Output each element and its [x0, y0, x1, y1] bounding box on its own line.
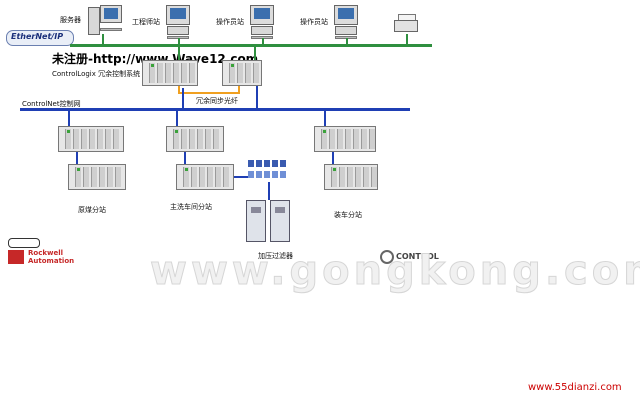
filter-label: 加压过滤器 [258, 252, 293, 260]
fieldbus-module-icon [248, 160, 288, 182]
controlnet-bus [20, 108, 410, 111]
operator-station-label: 操作员站 [216, 18, 244, 26]
operator-station-label: 操作员站 [300, 18, 328, 26]
ethernet-logo: EtherNet/IP [6, 30, 74, 46]
plc-rack-icon [314, 126, 376, 152]
controlnet-label: ControlNet控制网 [22, 100, 81, 108]
substation-main-label: 主洗车间分站 [170, 203, 212, 211]
gongkong-watermark: www.gongkong.com [150, 248, 640, 295]
ethernet-bus [70, 44, 432, 47]
workstation-pc-icon [166, 5, 194, 39]
workstation-pc-icon [334, 5, 362, 39]
substation-loading-label: 装车分站 [334, 211, 362, 219]
rockwell-logo: Rockwell Automation [8, 238, 75, 266]
control-logo: CONTROL [380, 248, 442, 270]
printer-icon [394, 14, 418, 34]
control-logo-text: CONTROL [396, 252, 439, 261]
watermark-registration-text: 未注册-http://www.Wave12.com [52, 52, 259, 66]
plc-rack-icon [58, 126, 124, 152]
plc-rack-icon [142, 60, 198, 86]
plc-rack-icon [222, 60, 262, 86]
server-pc-icon [88, 5, 124, 37]
plc-rack-icon [324, 164, 378, 190]
controllogix-system-label: ControlLogix 冗余控制系统 [52, 70, 141, 78]
server-label: 服务器 [60, 16, 81, 24]
site-url: www.55dianzi.com [528, 382, 622, 393]
rockwell-logo-line1: Rockwell [28, 249, 64, 257]
redundancy-fiber-link [178, 86, 240, 94]
ethernet-logo-text: EtherNet/IP [11, 32, 64, 41]
engineering-station-label: 工程师站 [132, 18, 160, 26]
plc-rack-icon [176, 164, 234, 190]
substation-coal-label: 原煤分站 [78, 206, 106, 214]
plc-rack-icon [68, 164, 126, 190]
filter-cabinet-icon [246, 200, 290, 242]
workstation-pc-icon [250, 5, 278, 39]
plc-rack-icon [166, 126, 224, 152]
redundancy-fiber-label: 冗余同步光纤 [196, 97, 238, 105]
rockwell-logo-line2: Automation [28, 257, 75, 265]
